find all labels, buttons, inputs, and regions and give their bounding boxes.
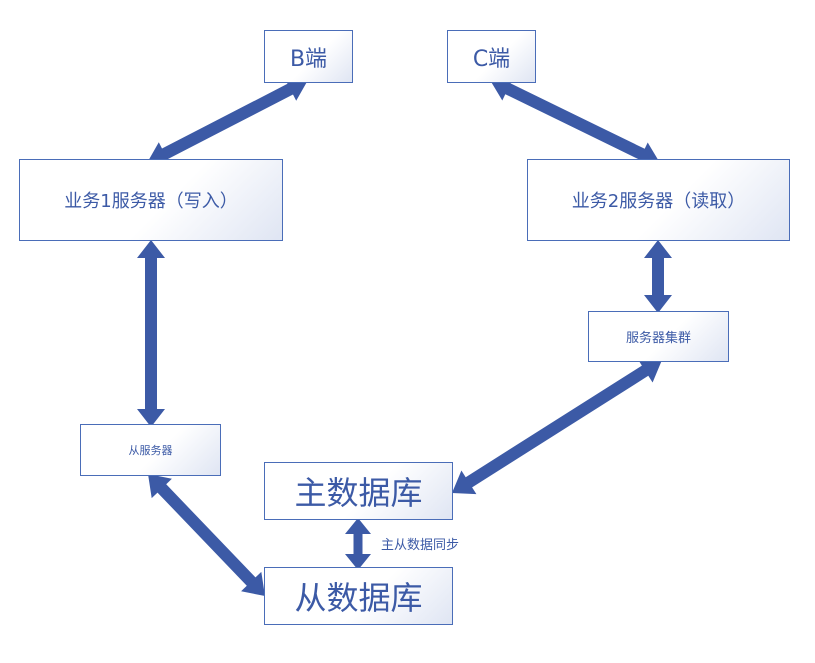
arrow-biz1-to-slave-server-shape	[137, 240, 165, 427]
slave-db-label: 从数据库	[294, 579, 423, 617]
c-client-node: C端	[447, 30, 536, 83]
arrow-b-to-biz1	[147, 77, 308, 166]
c-client-label: C端	[472, 46, 511, 72]
server-cluster-label: 服务器集群	[625, 331, 691, 346]
arrow-c-to-biz2	[490, 77, 660, 166]
arrow-master-slave-sync-shape	[345, 518, 371, 570]
arrow-cluster-to-master-db-shape	[452, 358, 662, 495]
b-client-label: B端	[289, 46, 328, 72]
arrow-biz1-to-slave-server	[137, 240, 165, 427]
sync-edge-label: 主从数据同步	[381, 538, 460, 553]
arrow-cluster-to-master-db	[452, 358, 662, 495]
arrow-slave-server-to-slave-db	[148, 474, 265, 596]
slave-server-node: 从服务器	[80, 424, 221, 476]
biz-server-2-node: 业务2服务器（读取）	[527, 159, 790, 241]
arrow-master-slave-sync	[345, 518, 371, 570]
arrow-slave-server-to-slave-db-shape	[148, 474, 265, 596]
biz-server-1-node: 业务1服务器（写入）	[19, 159, 283, 241]
arrow-b-to-biz1-shape	[147, 77, 308, 166]
slave-server-label: 从服务器	[128, 444, 173, 457]
server-cluster-node: 服务器集群	[588, 311, 729, 362]
master-db-label: 主数据库	[294, 474, 423, 512]
biz-server-1-label: 业务1服务器（写入）	[64, 191, 238, 212]
biz-server-2-label: 业务2服务器（读取）	[571, 191, 746, 212]
b-client-node: B端	[264, 30, 353, 83]
arrow-biz2-to-cluster-shape	[644, 240, 672, 313]
slave-db-node: 从数据库	[264, 567, 453, 625]
master-db-node: 主数据库	[264, 462, 453, 520]
arrow-c-to-biz2-shape	[490, 77, 660, 166]
arrow-biz2-to-cluster	[644, 240, 672, 313]
